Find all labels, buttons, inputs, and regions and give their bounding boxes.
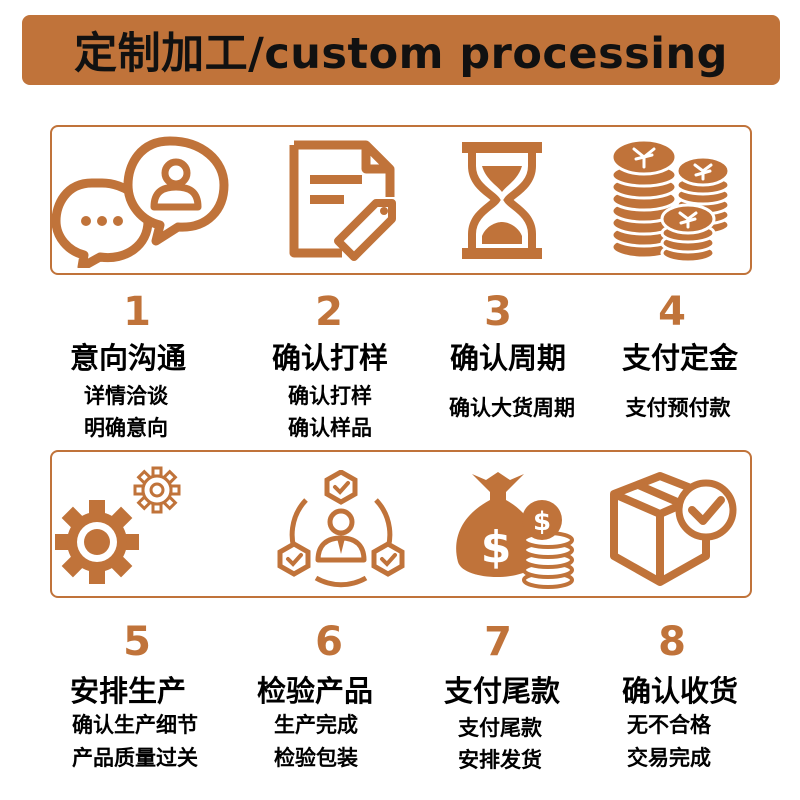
coins-stack-icon [610,138,731,264]
step-6-detail-2: 检验包装 [274,746,358,770]
step-8-detail-2: 交易完成 [627,746,711,770]
step-1-detail-1: 详情洽谈 [84,384,168,408]
step-5-number: 5 [123,619,151,665]
step-8-number: 8 [658,619,686,665]
step-4-title: 支付定金 [621,341,738,375]
step-5-detail-2: 产品质量过关 [72,746,198,770]
step-2-detail-2: 确认样品 [288,416,372,440]
step-6-number: 6 [315,619,343,665]
step-7-detail-1: 支付尾款 [458,716,542,740]
step-1-number: 1 [123,289,151,335]
svg-text:$: $ [533,507,551,537]
step-7-number: 7 [484,619,512,665]
gears-icon [55,466,181,584]
step-1-title: 意向沟通 [69,341,186,375]
step-2-number: 2 [315,289,343,335]
step-3-title: 确认周期 [449,341,566,375]
page-title: 定制加工/custom processing [74,29,728,79]
step-7-detail-2: 安排发货 [458,748,542,772]
step-3-number: 3 [484,289,512,335]
step-6-title: 检验产品 [256,674,373,708]
step-1-detail-2: 明确意向 [84,416,168,440]
step-4-detail-1: 支付预付款 [625,396,731,420]
step-6-detail-1: 生产完成 [274,713,358,737]
step-8-title: 确认收货 [621,674,738,708]
step-7-title: 支付尾款 [443,674,560,708]
step-2-title: 确认打样 [271,341,388,375]
hourglass-icon [462,142,542,259]
step-5-detail-1: 确认生产细节 [72,713,198,737]
document-tag-icon [289,140,396,261]
box-check-icon [610,472,737,586]
inspection-person-icon [277,470,405,588]
step-3-detail-1: 确认大货周期 [449,396,575,420]
step-4-number: 4 [658,289,686,335]
step-8-detail-1: 无不合格 [627,713,711,737]
step-5-title: 安排生产 [69,674,186,708]
header-banner: 定制加工/custom processing [22,15,780,85]
chat-user-icon [52,136,229,268]
step-2-detail-1: 确认打样 [288,384,372,408]
money-bag-icon: $ $ [456,472,574,589]
svg-text:$: $ [481,522,512,573]
